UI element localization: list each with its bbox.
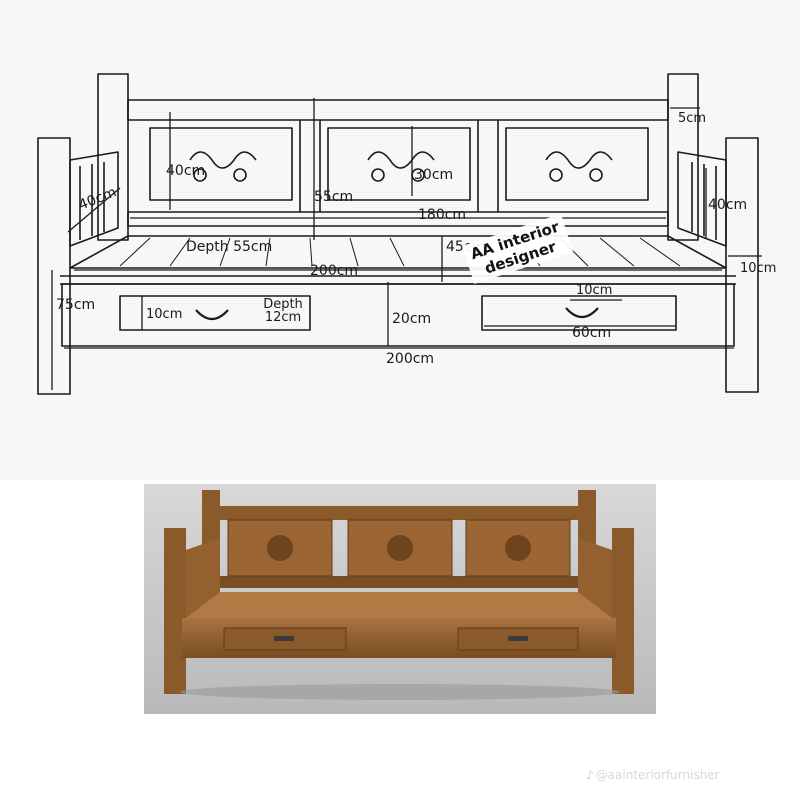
dim-base-height: 20cm bbox=[392, 311, 432, 327]
dim-drawer-height-left: 10cm bbox=[146, 307, 183, 322]
back-top-rail bbox=[127, 99, 669, 121]
carved-wooden-daybed-image bbox=[144, 484, 656, 714]
base-frame bbox=[61, 283, 735, 347]
dim-backrest-height: 55cm bbox=[314, 189, 354, 205]
creator-handle: @aainteriorfurnisher bbox=[595, 768, 720, 782]
dim-drawer-height-right: 10cm bbox=[576, 283, 613, 298]
dim-total-height: 75cm bbox=[56, 297, 96, 313]
drawer-left bbox=[119, 295, 311, 331]
front-right-post bbox=[725, 137, 759, 393]
sofa-line-drawing bbox=[37, 73, 762, 395]
dim-inner-width: 180cm bbox=[418, 207, 467, 223]
right-armrest bbox=[677, 151, 727, 247]
dim-back-panel-height: 40cm bbox=[166, 163, 206, 179]
back-left-post bbox=[97, 73, 129, 241]
back-right-post bbox=[667, 73, 699, 241]
back-bottom-rail bbox=[127, 211, 669, 227]
tiktok-icon: ♪ bbox=[586, 768, 594, 782]
seat-surface bbox=[69, 235, 727, 269]
dim-side-post: 10cm bbox=[740, 261, 777, 276]
dim-drawer-width-right: 60cm bbox=[572, 325, 612, 341]
drawer-right-handle bbox=[565, 307, 599, 319]
drawer-right bbox=[481, 295, 677, 331]
drawer-left-handle bbox=[195, 309, 229, 321]
carved-panel-right bbox=[505, 127, 649, 201]
dim-seat-depth: Depth 55cm bbox=[186, 239, 273, 255]
sketch-drawing: 40cm 30cm 55cm 5cm 180cm 40cm 40cm Depth… bbox=[37, 73, 777, 395]
dim-drawer-depth-left: Depth 12cm bbox=[263, 297, 303, 325]
carved-panel-center bbox=[327, 127, 471, 201]
dim-post-offset: 5cm bbox=[678, 111, 707, 126]
sofa-photo bbox=[82, 480, 718, 718]
dim-seat-width: 200cm bbox=[310, 263, 359, 279]
front-left-post bbox=[37, 137, 71, 395]
dim-carved-panel-height: 30cm bbox=[414, 167, 454, 183]
creator-credit: ♪@aainteriorfurnisher bbox=[586, 768, 720, 782]
dim-base-width: 200cm bbox=[386, 351, 435, 367]
carved-panel-left bbox=[149, 127, 293, 201]
dim-armrest-right: 40cm bbox=[708, 197, 748, 213]
left-armrest bbox=[69, 151, 119, 247]
